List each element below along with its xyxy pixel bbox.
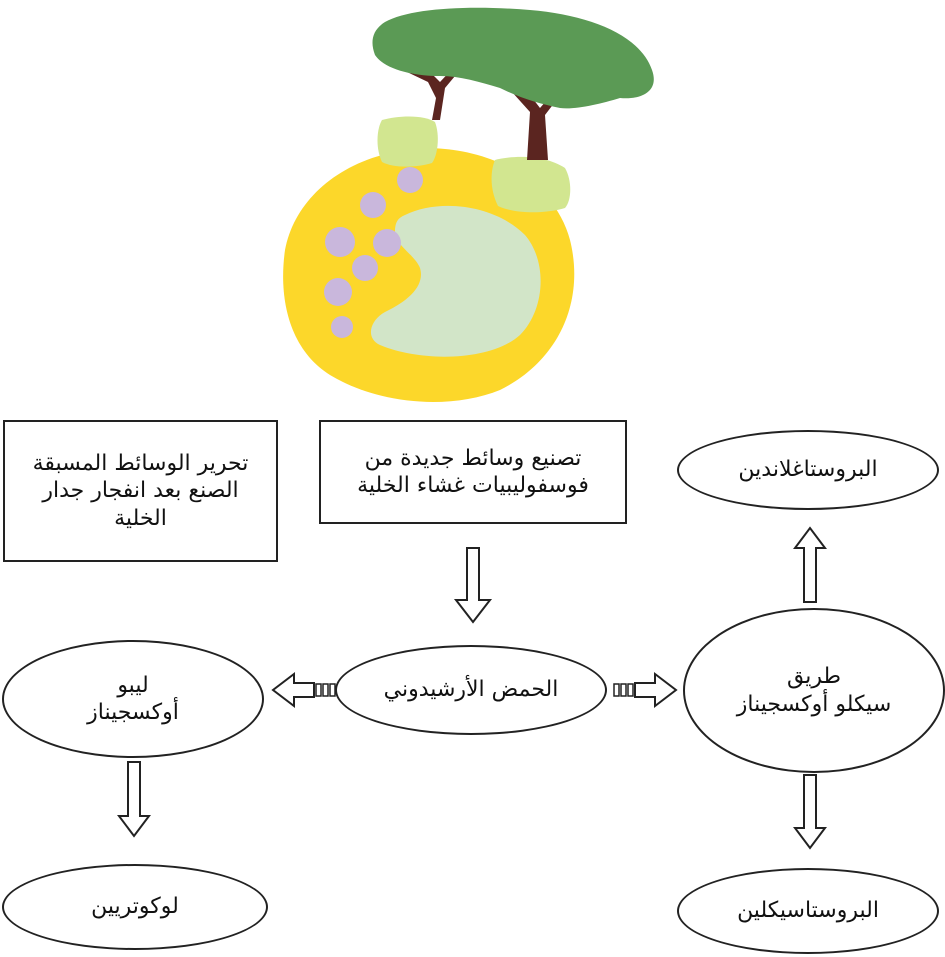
arrow-down-to-leukotriene [117, 761, 151, 838]
tree-canopy [372, 7, 654, 109]
node-leukotriene: لوكوتريين [2, 864, 268, 950]
cell-nucleus [370, 205, 541, 357]
node-lipoxygenase-text: ليبو أوكسجيناز [87, 672, 179, 726]
arrow-down-to-prostacyclin [793, 774, 827, 850]
box-new-mediators-text: تصنيع وسائط جديدة من فوسفوليبيات غشاء ال… [357, 445, 589, 499]
node-cyclooxygenase: طريق سيكلو أوكسجيناز [683, 608, 945, 773]
arrow-right-to-cyclooxygenase [613, 671, 678, 709]
tree-trunks [407, 66, 558, 160]
node-prostacyclin: البروستاسيكلين [677, 868, 939, 954]
node-arachidonic-acid-text: الحمض الأرشيدوني [383, 677, 559, 703]
bush-right [491, 156, 571, 213]
node-leukotriene-text: لوكوتريين [91, 894, 179, 920]
node-lipoxygenase: ليبو أوكسجيناز [2, 640, 264, 758]
box-new-mediators: تصنيع وسائط جديدة من فوسفوليبيات غشاء ال… [319, 420, 627, 524]
box-preformed-mediators-text: تحرير الوسائط المسبقة الصنع بعد انفجار ج… [32, 450, 249, 531]
node-prostaglandin-text: البروستاغلاندين [738, 457, 878, 483]
node-prostaglandin: البروستاغلاندين [677, 430, 939, 510]
node-arachidonic-acid: الحمض الأرشيدوني [335, 645, 607, 735]
node-prostacyclin-text: البروستاسيكلين [737, 898, 879, 924]
bush-left [377, 116, 438, 167]
box-preformed-mediators: تحرير الوسائط المسبقة الصنع بعد انفجار ج… [3, 420, 278, 562]
node-cyclooxygenase-text: طريق سيكلو أوكسجيناز [736, 664, 892, 717]
granules [324, 167, 423, 338]
arrow-down-to-arachidonic [453, 547, 493, 624]
arrow-left-to-lipoxygenase [271, 671, 336, 709]
arrow-up-to-prostaglandin [793, 526, 827, 603]
